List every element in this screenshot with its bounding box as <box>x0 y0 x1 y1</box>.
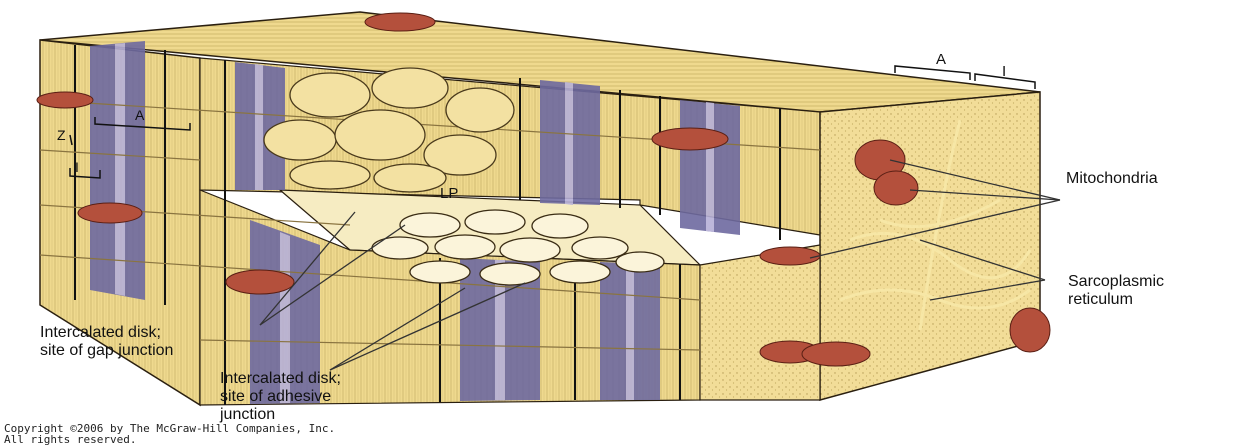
label-band-a-left: A <box>135 107 145 123</box>
label-adhesive-line2: site of adhesive <box>220 388 331 406</box>
mitochondrion <box>37 92 93 108</box>
mitochondrion <box>874 171 918 205</box>
mitochondrion <box>802 342 870 366</box>
label-z-line: Z <box>57 127 66 143</box>
mitochondrion <box>365 13 435 31</box>
label-sarcoplasmic: Sarcoplasmic <box>1068 273 1164 291</box>
mitochondrion <box>78 203 142 223</box>
step-face <box>700 245 820 400</box>
mitochondrion <box>226 270 294 294</box>
label-gap-junction-line1: Intercalated disk; <box>40 324 161 342</box>
label-band-a-top: A <box>936 51 946 68</box>
label-lumen-lp: LP <box>440 185 458 202</box>
label-reticulum: reticulum <box>1068 291 1133 309</box>
label-mitochondria: Mitochondria <box>1066 170 1158 188</box>
mitochondrion <box>652 128 728 150</box>
label-band-i-left: I <box>75 159 79 175</box>
copyright-line2: All rights reserved. <box>4 433 136 446</box>
mitochondrion <box>760 247 820 265</box>
label-band-i-top: I <box>1002 63 1006 80</box>
label-adhesive-line1: Intercalated disk; <box>220 370 341 388</box>
mitochondrion <box>1010 308 1050 352</box>
label-gap-junction-line2: site of gap junction <box>40 342 173 360</box>
